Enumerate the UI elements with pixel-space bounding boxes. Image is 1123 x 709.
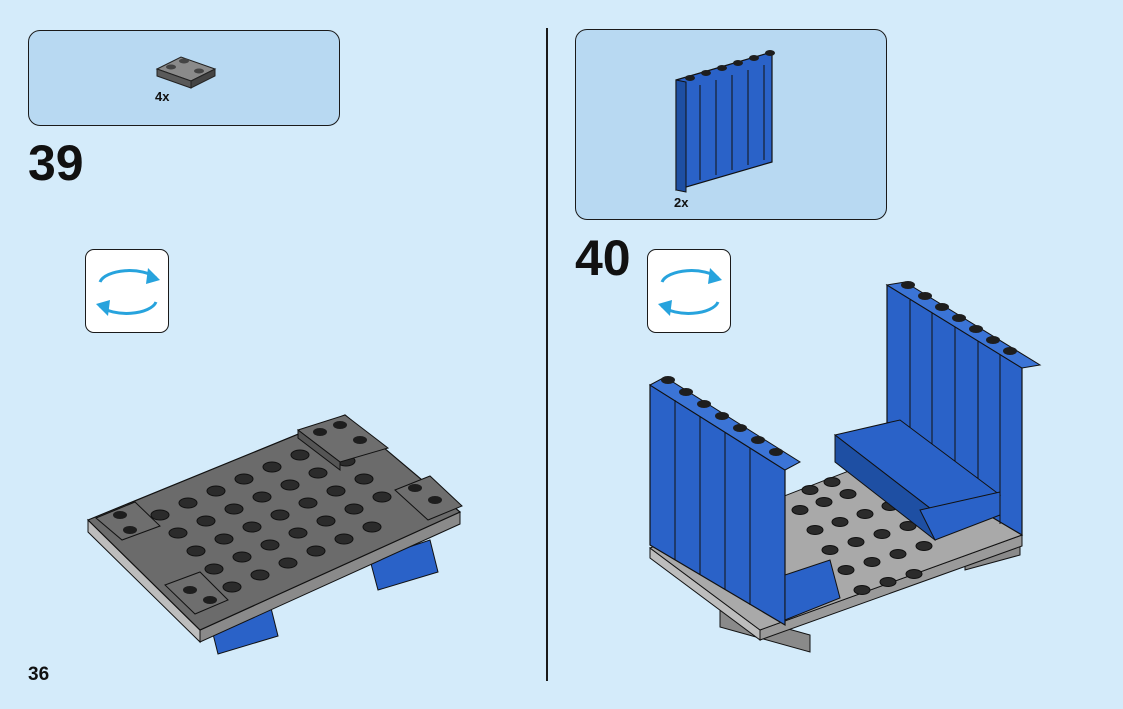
page-number: 36 <box>28 664 49 686</box>
